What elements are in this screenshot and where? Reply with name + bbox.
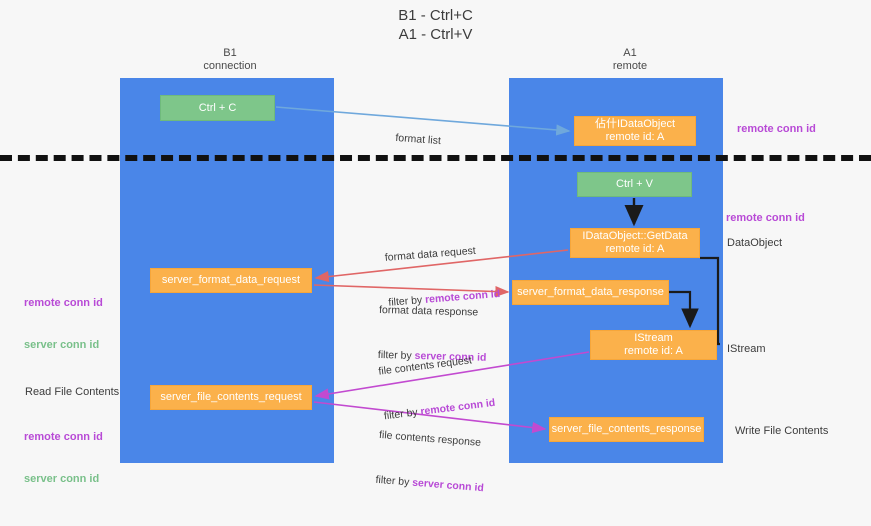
box-server-format-data-response[interactable]: server_format_data_response [512, 280, 669, 305]
label-left-server-conn-id-2: server conn id [24, 473, 100, 485]
label-left-remote-conn-id-2: remote conn id [24, 431, 103, 443]
label-left-remote-conn-id-1: remote conn id [24, 297, 103, 309]
phase-divider [0, 155, 871, 161]
label-write-file-contents: Write File Contents [735, 425, 829, 437]
box-server-file-contents-response[interactable]: server_file_contents_response [549, 417, 704, 442]
arrow-label-format-data-request-text: format data request [384, 244, 477, 264]
label-conn-id-group-file: remote conn id server conn id [24, 402, 103, 514]
label-remote-conn-id-top: remote conn id [737, 123, 816, 135]
arrow-label-format-list: format list [393, 101, 444, 179]
box-ctrl-v[interactable]: Ctrl + V [577, 172, 692, 197]
box-istream[interactable]: IStream remote id: A [590, 330, 717, 360]
box-idataobject-getdata[interactable]: IDataObject::GetData remote id: A [570, 228, 700, 258]
arrow-label-file-contents-response: file contents response filter by server … [373, 398, 491, 526]
label-left-server-conn-id-1: server conn id [24, 339, 100, 351]
box-ctrl-c[interactable]: Ctrl + C [160, 95, 275, 121]
column-header-b1: B1 connection [203, 47, 257, 72]
arrow-label-format-list-text: format list [395, 131, 442, 148]
filter-value-server-conn-id: server conn id [411, 476, 485, 495]
diagram-canvas: B1 - Ctrl+C A1 - Ctrl+V B1 connection A1… [0, 7, 871, 494]
arrow-label-format-data-response-text: format data response [378, 303, 479, 319]
label-remote-conn-id-mid: remote conn id [726, 212, 805, 224]
label-read-file-contents: Read File Contents [25, 386, 120, 398]
box-server-format-data-request[interactable]: server_format_data_request [150, 268, 312, 293]
box-server-file-contents-request[interactable]: server_file_contents_request [150, 385, 312, 410]
box-idataobject[interactable]: 佔什IDataObject remote id: A [574, 116, 696, 146]
arrow-label-file-contents-response-text: file contents response [378, 428, 482, 449]
label-istream: IStream [727, 343, 766, 355]
label-conn-id-group-format: remote conn id server conn id [24, 268, 103, 380]
diagram-title: B1 - Ctrl+C A1 - Ctrl+V [398, 7, 473, 43]
arrow-label-file-contents-response-filter: filter by server conn id [375, 473, 484, 496]
label-dataobject: DataObject [727, 237, 783, 249]
arrow-label-file-contents-request-text: file contents request [377, 354, 473, 378]
column-header-a1: A1 remote [612, 47, 648, 72]
filter-prefix: filter by [375, 473, 413, 489]
